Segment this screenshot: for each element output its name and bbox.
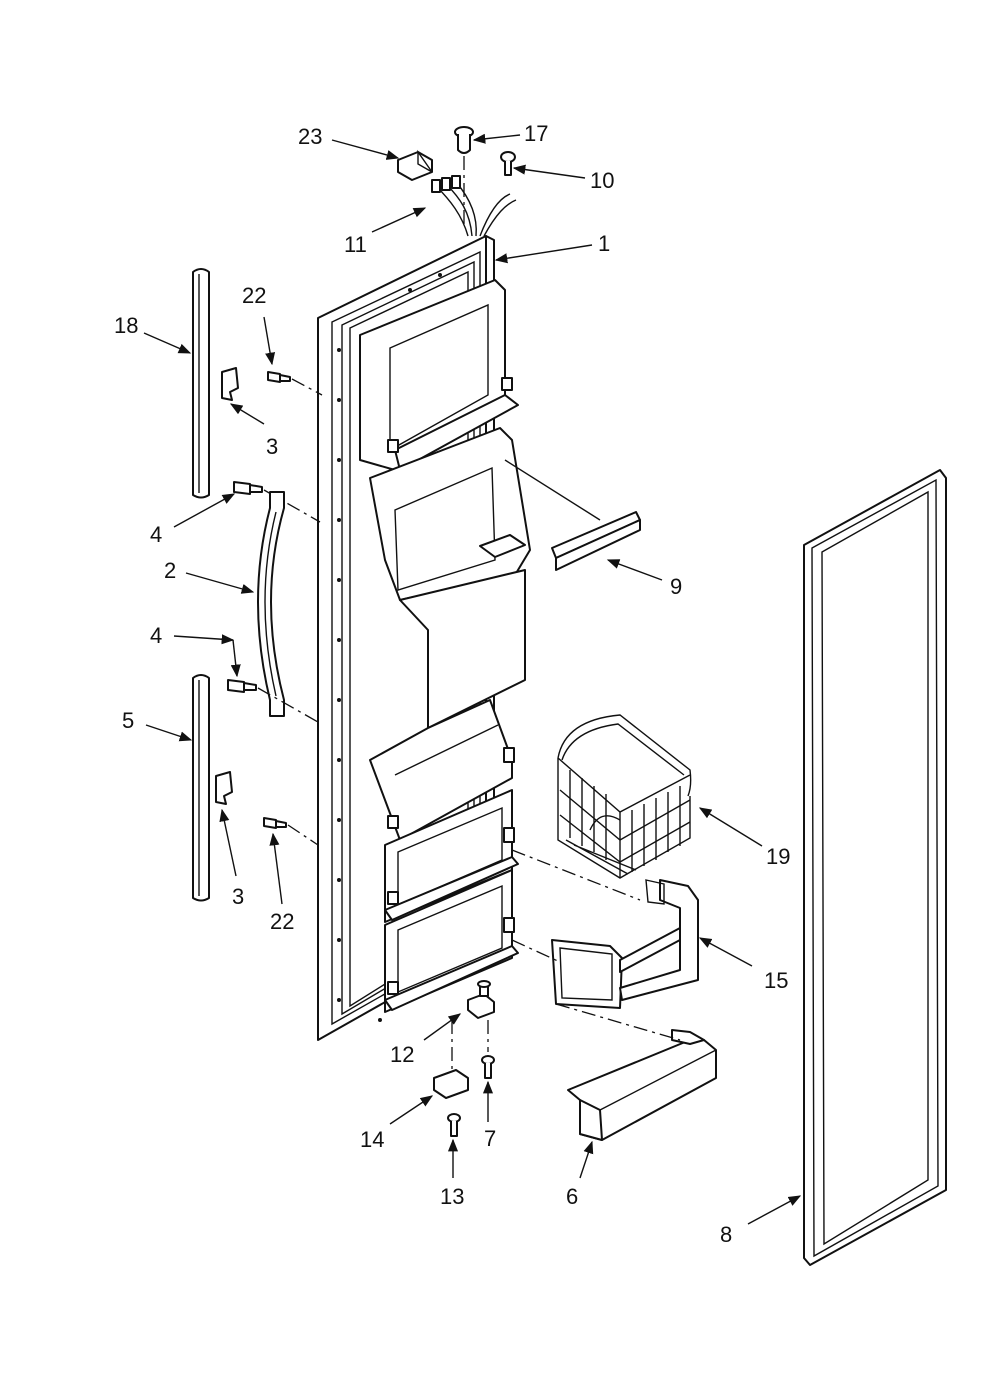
callout-12: 12 bbox=[390, 1042, 414, 1067]
door-bin-part-6 bbox=[555, 1003, 717, 1141]
callout-labels: 23 17 10 11 1 22 18 3 4 2 4 5 3 22 9 19 … bbox=[114, 121, 790, 1247]
screw-part-4-lower bbox=[227, 679, 319, 723]
callout-4-lower: 4 bbox=[150, 623, 162, 648]
callout-15: 15 bbox=[764, 968, 788, 993]
bracket-part-9 bbox=[504, 459, 641, 571]
callout-5: 5 bbox=[122, 708, 134, 733]
trim-strip-part-18 bbox=[192, 268, 210, 499]
callout-3-lower: 3 bbox=[232, 884, 244, 909]
callout-2: 2 bbox=[164, 558, 176, 583]
callout-14: 14 bbox=[360, 1127, 384, 1152]
callout-23: 23 bbox=[298, 124, 322, 149]
leader-lines bbox=[143, 133, 802, 1225]
screw-part-7 bbox=[481, 1055, 495, 1079]
screw-part-10 bbox=[500, 151, 516, 176]
connector-part-23 bbox=[397, 149, 433, 181]
handle-part-2 bbox=[257, 491, 285, 717]
door-assembly bbox=[317, 235, 531, 1041]
callout-4-upper: 4 bbox=[150, 522, 162, 547]
callout-3-upper: 3 bbox=[266, 434, 278, 459]
bin-part-15 bbox=[511, 849, 699, 1009]
callout-6: 6 bbox=[566, 1184, 578, 1209]
plug-part-17 bbox=[454, 126, 474, 225]
screw-part-13 bbox=[447, 1113, 461, 1137]
callout-18: 18 bbox=[114, 313, 138, 338]
trim-strip-part-5 bbox=[192, 674, 210, 902]
door-gasket-part-8 bbox=[803, 469, 947, 1266]
callout-19: 19 bbox=[766, 844, 790, 869]
wire-basket-part-19 bbox=[557, 714, 692, 879]
callout-17: 17 bbox=[524, 121, 548, 146]
clip-part-3-upper bbox=[221, 367, 239, 401]
callout-9: 9 bbox=[670, 574, 682, 599]
callout-10: 10 bbox=[590, 168, 614, 193]
screw-part-22-upper bbox=[267, 371, 323, 396]
callout-1: 1 bbox=[598, 231, 610, 256]
door-rivets bbox=[337, 273, 442, 1022]
callout-13: 13 bbox=[440, 1184, 464, 1209]
callout-7: 7 bbox=[484, 1126, 496, 1151]
hinge-block-part-14 bbox=[433, 1069, 469, 1099]
hinge-part-12 bbox=[467, 980, 495, 1019]
screw-part-22-lower bbox=[263, 817, 319, 846]
callout-22-upper: 22 bbox=[242, 283, 266, 308]
wire-harness bbox=[431, 175, 517, 237]
callout-11: 11 bbox=[344, 232, 367, 257]
callout-22-lower: 22 bbox=[270, 909, 294, 934]
clip-part-3-lower bbox=[215, 771, 233, 805]
callout-8: 8 bbox=[720, 1222, 732, 1247]
